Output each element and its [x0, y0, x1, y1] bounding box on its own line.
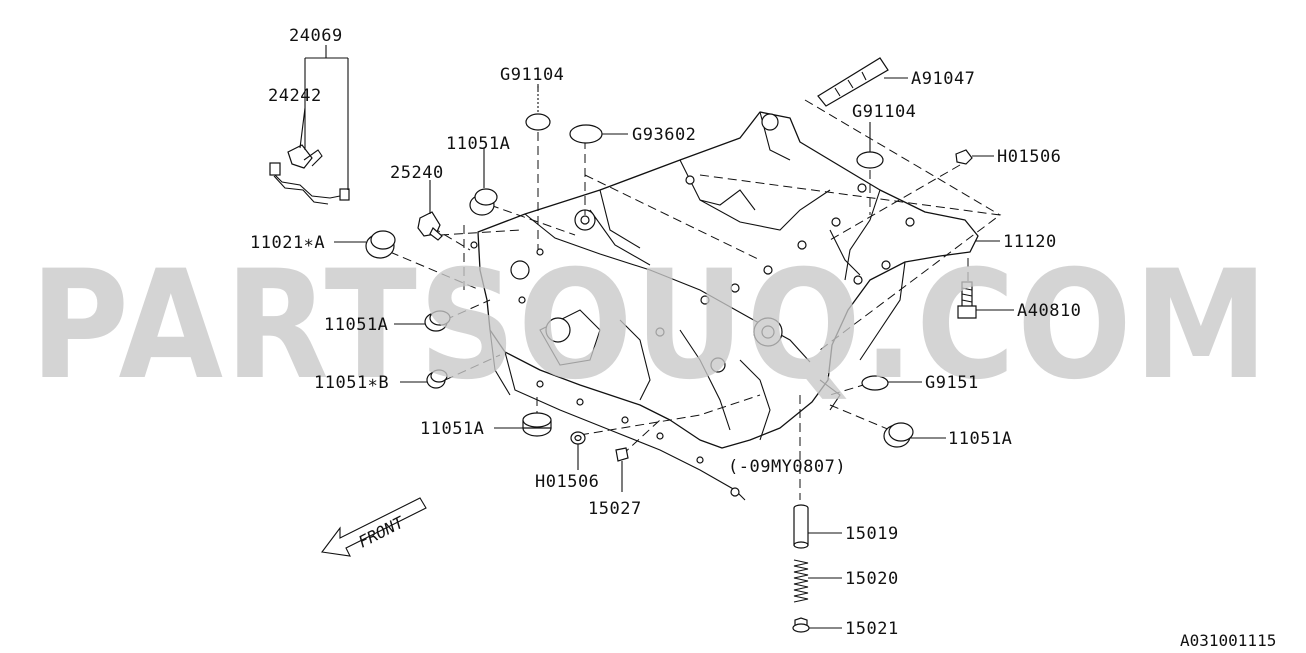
label-15020: 15020: [845, 569, 899, 589]
relief-valve-15019: [793, 504, 809, 549]
label-25240: 25240: [390, 163, 444, 183]
label-15027: 15027: [588, 499, 642, 519]
plug-11051b: [426, 369, 448, 389]
o-ring-g93602: [569, 124, 603, 144]
label-11051a-bottom: 11051A: [420, 419, 484, 439]
stud-a91047: [817, 57, 889, 107]
label-11051a-left: 11051A: [324, 315, 388, 335]
o-ring-g91104-right: [856, 151, 884, 169]
label-15021: 15021: [845, 619, 899, 639]
oil-pan-body: [470, 111, 979, 501]
plug-11051a-bottom: [522, 412, 552, 437]
diagram-code: A031001115: [1180, 631, 1276, 650]
label-h01506-right: H01506: [997, 147, 1061, 167]
label-g93602: G93602: [632, 125, 696, 145]
bolt-a40810: [957, 281, 977, 319]
label-15019: 15019: [845, 524, 899, 544]
front-label: FRONT: [355, 512, 408, 551]
label-11051a-right: 11051A: [948, 429, 1012, 449]
leader-lines: [299, 45, 1014, 629]
plug-15021: [792, 617, 810, 633]
plug-11051a-right: [883, 422, 914, 448]
part-labels: 24069 24242 25240 11021∗A 11051A G91104 …: [250, 26, 1081, 639]
nut-h01506-bottom: [570, 431, 586, 445]
label-24069: 24069: [289, 26, 343, 46]
o-ring-g91104-left: [525, 86, 551, 131]
plug-11051a-left: [424, 310, 451, 332]
oil-pressure-switch: [417, 211, 443, 241]
label-24242: 24242: [268, 86, 322, 106]
o-ring-g9151: [861, 375, 889, 391]
harness-assembly: [269, 144, 350, 205]
plug-15027: [615, 447, 629, 462]
plug-11051a-top: [469, 188, 498, 216]
label-11051b: 11051∗B: [314, 373, 389, 393]
watermark: PARTSOUQ.COM: [30, 239, 1270, 413]
label-g9151: G9151: [925, 373, 979, 393]
nut-h01506-right: [955, 149, 973, 165]
label-a40810: A40810: [1017, 301, 1081, 321]
label-11051a-top: 11051A: [446, 134, 510, 154]
label-11021a: 11021∗A: [250, 233, 325, 253]
label-g91104-right: G91104: [852, 102, 916, 122]
assembly-guides: [389, 99, 1002, 500]
label-a91047: A91047: [911, 69, 975, 89]
front-arrow: FRONT: [321, 497, 427, 557]
spring-15020: [793, 559, 809, 603]
label-11120: 11120: [1003, 232, 1057, 252]
plug-11021a: [365, 230, 396, 259]
note-model-year: (-09MY0807): [728, 457, 846, 477]
label-g91104-left: G91104: [500, 65, 564, 85]
label-h01506-bottom: H01506: [535, 472, 599, 492]
